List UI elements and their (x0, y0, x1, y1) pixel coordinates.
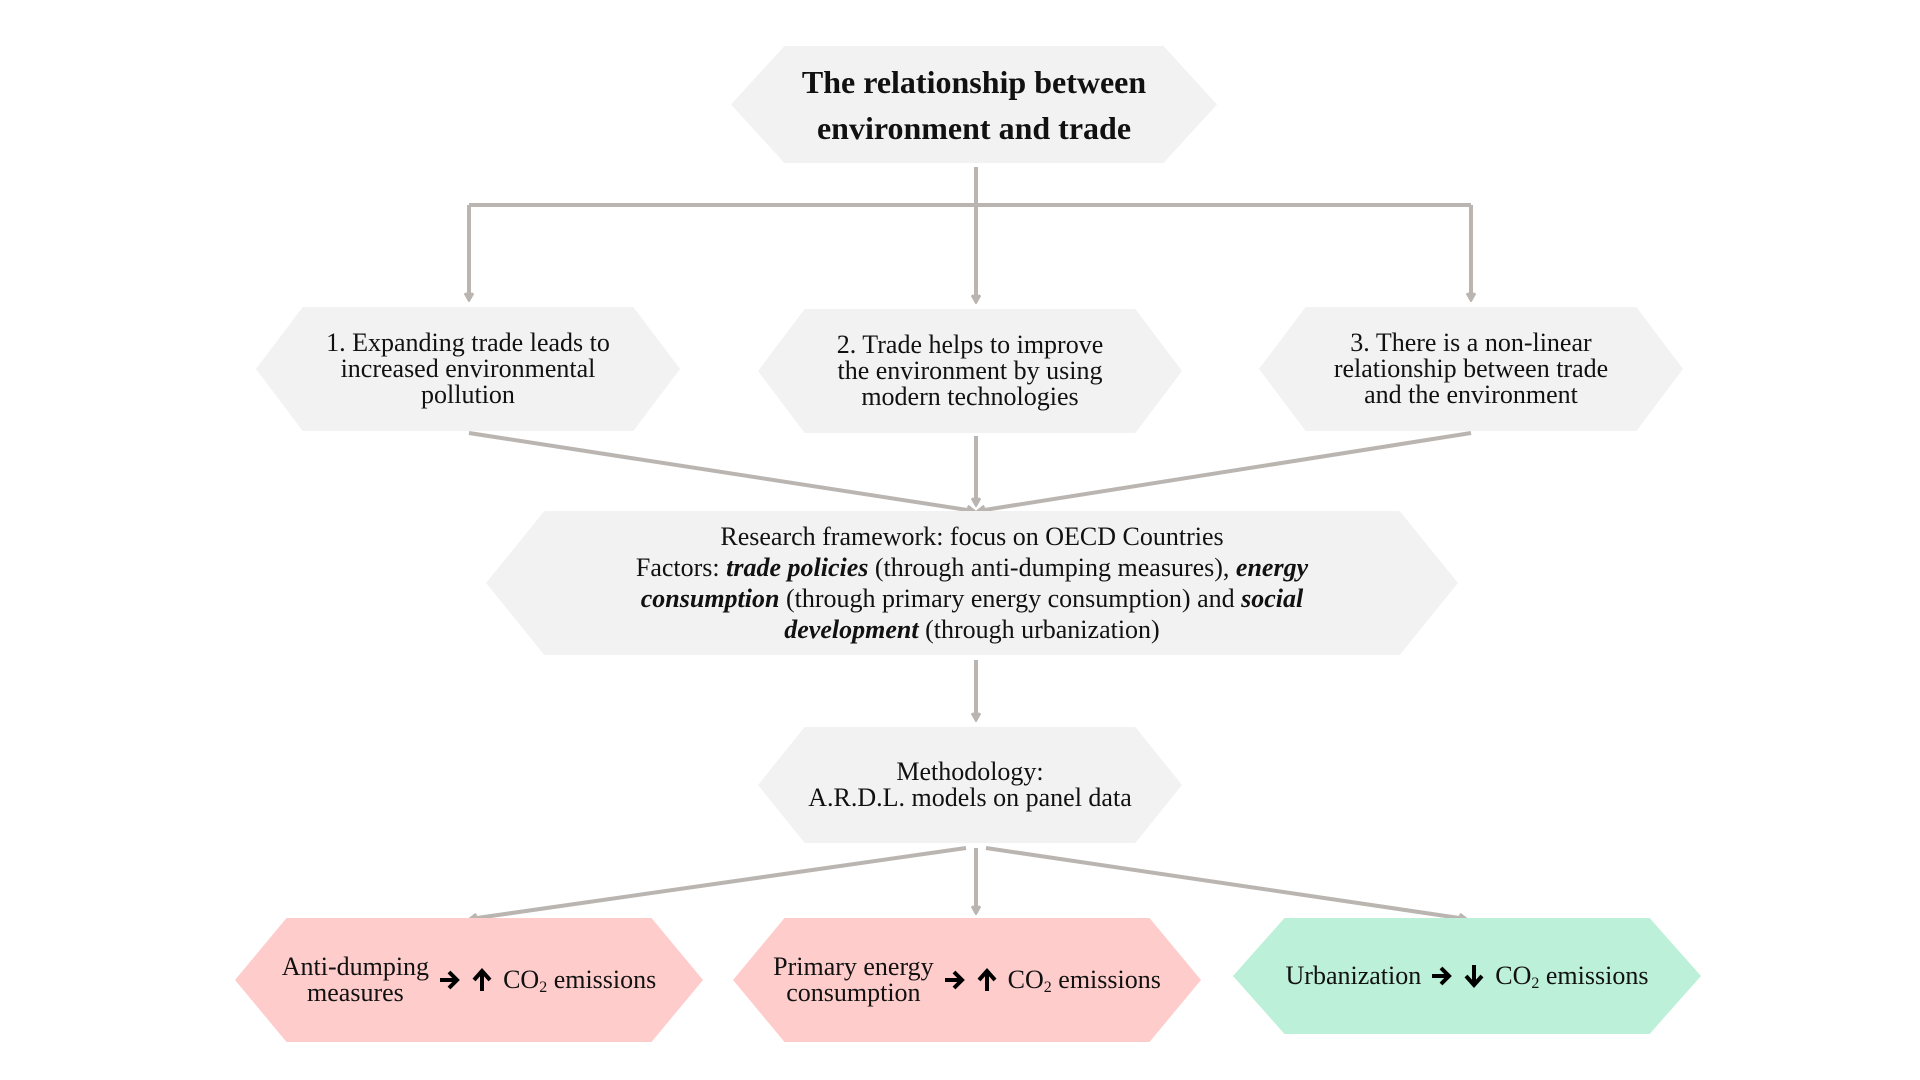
result-1-co: CO (503, 965, 540, 994)
down-arrow-icon (1463, 964, 1485, 988)
title-node: The relationship between environment and… (731, 46, 1217, 163)
connector-methodology-r3 (985, 846, 1466, 919)
result-1-emissions: emissions (547, 965, 657, 994)
methodology-node: Methodology: A.R.D.L. models on panel da… (758, 727, 1182, 843)
trade-policies-detail: (through anti-dumping measures), (868, 553, 1236, 582)
result-3-co: CO (1495, 961, 1532, 990)
hypothesis-3-line-3: and the environment (1364, 380, 1578, 409)
social-detail: (through urbanization) (918, 615, 1160, 644)
result-1-label-line-2: measures (307, 978, 404, 1007)
result-1-co2: CO2 emissions (503, 965, 657, 996)
hypothesis-1-line-1: 1. Expanding trade leads to (326, 328, 610, 357)
hypothesis-2-line-1: 2. Trade helps to improve (836, 330, 1104, 359)
result-3-label: Urbanization (1286, 963, 1422, 989)
result-2-co: CO (1007, 965, 1044, 994)
right-arrow-icon (1431, 964, 1453, 988)
result-1-label: Anti-dumping measures (282, 954, 429, 1006)
title-line-1: The relationship between (801, 63, 1147, 100)
framework-node: Research framework: focus on OECD Countr… (486, 511, 1458, 655)
factor-consumption: consumption (640, 584, 780, 613)
result-2-co2: CO2 emissions (1007, 965, 1161, 996)
factors-prefix: Factors: (635, 553, 727, 582)
framework-line-3: consumption (through primary energy cons… (636, 583, 1308, 614)
framework-line-4: development (through urbanization) (636, 614, 1308, 645)
energy-detail: (through primary energy consumption) and (779, 584, 1242, 613)
framework-line-1: Research framework: focus on OECD Countr… (720, 522, 1224, 551)
result-3-emissions: emissions (1539, 961, 1649, 990)
connector-h3-framework (978, 431, 1472, 511)
factor-social: social (1241, 584, 1304, 613)
right-arrow-icon (439, 968, 461, 992)
factor-trade-policies: trade policies (726, 553, 869, 582)
framework-line-2: Factors: trade policies (through anti-du… (636, 552, 1308, 583)
result-2-sub: 2 (1043, 979, 1052, 996)
factor-development: development (784, 615, 919, 644)
methodology-line-2: A.R.D.L. models on panel data (808, 783, 1132, 812)
hypothesis-3-line-2: relationship between trade (1333, 354, 1609, 383)
hypothesis-2-line-3: modern technologies (861, 382, 1079, 411)
title-line-2: environment and trade (816, 109, 1132, 146)
result-node-urbanization: Urbanization CO2 emissions (1233, 918, 1701, 1034)
result-2-emissions: emissions (1051, 965, 1161, 994)
result-1-label-line-1: Anti-dumping (281, 952, 430, 981)
factor-energy: energy (1235, 553, 1309, 582)
hypothesis-node-2: 2. Trade helps to improve the environmen… (758, 309, 1182, 433)
hypothesis-node-3: 3. There is a non-linear relationship be… (1259, 307, 1683, 431)
result-3-co2: CO2 emissions (1495, 961, 1649, 992)
up-arrow-icon (471, 968, 493, 992)
hypothesis-2-line-2: the environment by using (837, 356, 1103, 385)
right-arrow-icon (944, 968, 966, 992)
hypothesis-1-line-3: pollution (421, 380, 515, 409)
hypothesis-3-line-1: 3. There is a non-linear (1350, 328, 1592, 357)
result-3-sub: 2 (1531, 975, 1540, 992)
result-2-label: Primary energy consumption (773, 954, 934, 1006)
result-2-label-line-2: consumption (786, 978, 921, 1007)
connector-h1-framework (468, 431, 974, 511)
result-node-primary-energy: Primary energy consumption CO2 emissions (733, 918, 1201, 1042)
hypothesis-node-1: 1. Expanding trade leads to increased en… (256, 307, 680, 431)
result-3-label-line-1: Urbanization (1285, 961, 1422, 990)
connector-methodology-r1 (470, 846, 967, 919)
result-1-sub: 2 (539, 979, 548, 996)
hypothesis-1-line-2: increased environmental (340, 354, 596, 383)
up-arrow-icon (976, 968, 998, 992)
methodology-line-1: Methodology: (896, 757, 1044, 786)
result-node-anti-dumping: Anti-dumping measures CO2 emissions (235, 918, 703, 1042)
result-2-label-line-1: Primary energy (773, 952, 934, 981)
